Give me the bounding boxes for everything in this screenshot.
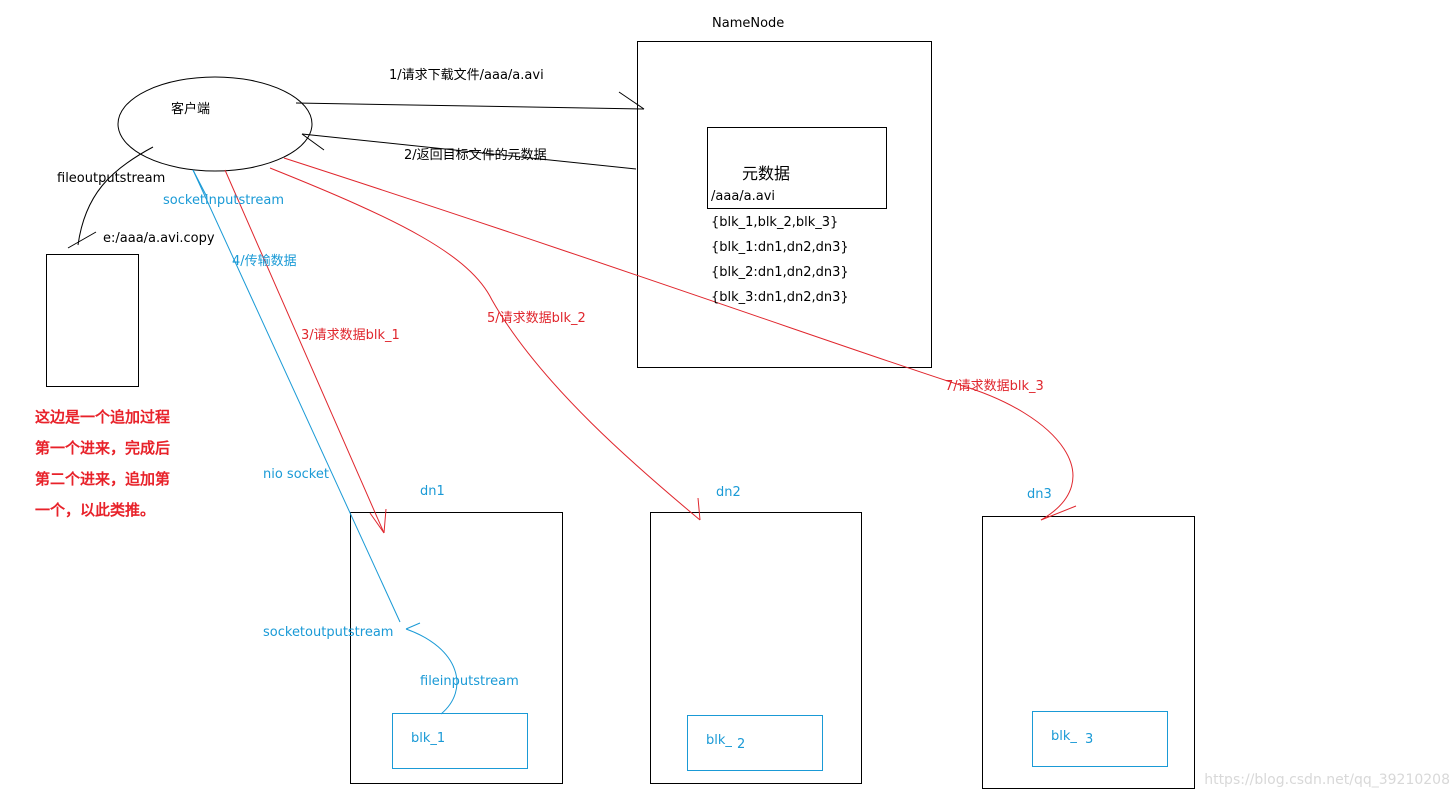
- watermark: https://blog.csdn.net/qq_39210208: [1204, 772, 1450, 788]
- dn1-box: [350, 512, 563, 784]
- metadata-line: {blk_1:dn1,dn2,dn3}: [711, 240, 849, 255]
- metadata-label: 元数据: [742, 164, 791, 183]
- arrow-step7: [283, 157, 1077, 521]
- note-line: 这边是一个追加过程: [35, 408, 171, 426]
- blk3-box: [1032, 711, 1168, 767]
- note-line: 一个，以此类推。: [35, 501, 156, 519]
- local-file-path: e:/aaa/a.avi.copy: [103, 231, 215, 246]
- arrow-step1: [295, 91, 645, 110]
- step7-label: 7/请求数据blk_3: [945, 379, 1044, 394]
- dn3-label: dn3: [1027, 487, 1052, 502]
- client-ellipse: [117, 76, 313, 172]
- blk1-box: [392, 713, 528, 769]
- step5-label: 5/请求数据blk_2: [487, 311, 586, 326]
- arrow-fileinputstream: [405, 622, 458, 715]
- step3-label: 3/请求数据blk_1: [301, 328, 400, 343]
- metadata-lines: {blk_1,blk_2,blk_3} {blk_1:dn1,dn2,dn3} …: [711, 210, 849, 310]
- note-line: 第一个进来，完成后: [35, 439, 171, 457]
- step4-label: 4/传输数据: [232, 254, 297, 269]
- dn1-label: dn1: [420, 484, 445, 499]
- step2-label: 2/返回目标文件的元数据: [404, 148, 547, 163]
- blk3-number: 3: [1085, 732, 1094, 747]
- namenode-box: [637, 41, 932, 368]
- arrow-step3: [224, 169, 387, 534]
- namenode-title: NameNode: [712, 16, 785, 31]
- blk3-label: blk_: [1051, 729, 1077, 744]
- arrow-step4: [192, 169, 401, 623]
- blk2-number: 2: [737, 737, 746, 752]
- arrow-step2: [301, 133, 637, 170]
- dn3-box: [982, 516, 1195, 789]
- blk2-box: [687, 715, 823, 771]
- metadata-line: {blk_1,blk_2,blk_3}: [711, 215, 839, 230]
- fileinputstream-label: fileinputstream: [420, 674, 519, 689]
- local-file-box: [46, 254, 139, 387]
- dn2-box: [650, 512, 862, 784]
- step1-label: 1/请求下载文件/aaa/a.avi: [389, 68, 544, 83]
- blk1-label: blk_1: [411, 731, 446, 746]
- metadata-box: [707, 127, 887, 209]
- dn2-label: dn2: [716, 485, 741, 500]
- fileoutputstream-label: fileoutputstream: [57, 171, 166, 186]
- metadata-line: {blk_2:dn1,dn2,dn3}: [711, 265, 849, 280]
- client-label: 客户端: [171, 102, 211, 117]
- arrow-fileoutputstream: [67, 146, 154, 249]
- arrow-step5: [269, 167, 701, 521]
- nio-socket-label: nio socket: [263, 467, 329, 482]
- note-line: 第二个进来，追加第: [35, 470, 171, 488]
- socketoutputstream-label: socketoutputstream: [263, 625, 394, 640]
- append-note: 这边是一个追加过程 第一个进来，完成后 第二个进来，追加第 一个，以此类推。: [35, 402, 170, 526]
- metadata-file-path: /aaa/a.avi: [711, 189, 776, 204]
- socketinputstream-label: socketinputstream: [163, 193, 285, 208]
- blk2-label: blk_: [706, 733, 732, 748]
- metadata-line: {blk_3:dn1,dn2,dn3}: [711, 290, 849, 305]
